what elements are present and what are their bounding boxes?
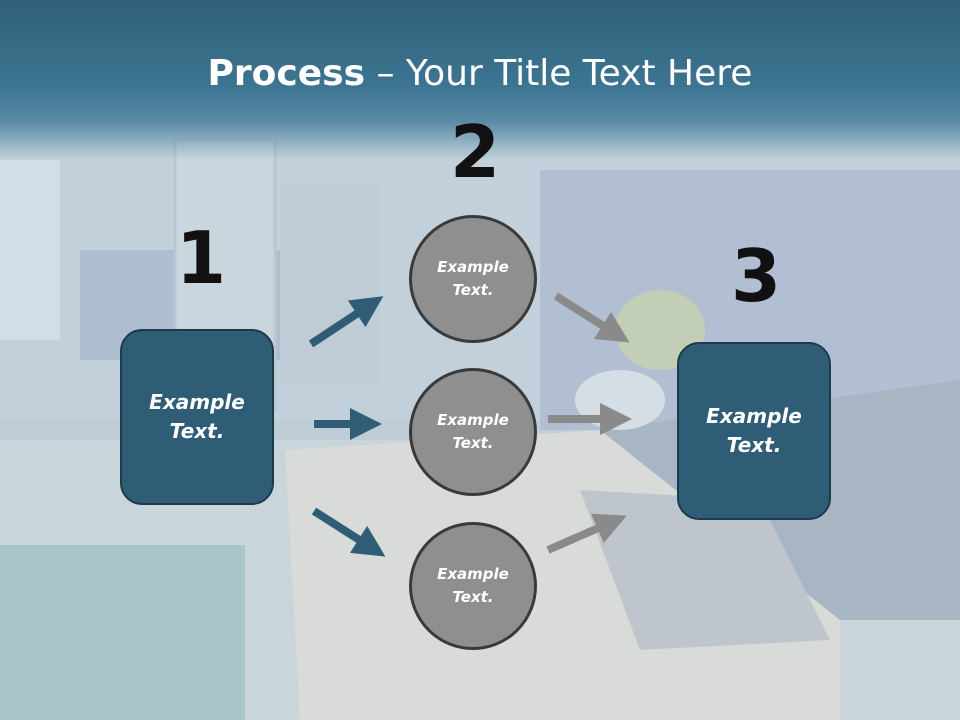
title-band	[0, 0, 960, 160]
step-number-1: 1	[176, 216, 227, 300]
circle-top: Example Text.	[409, 215, 537, 343]
circle-top-label: Example Text.	[437, 258, 509, 299]
step-3-label: Example Text.	[706, 404, 802, 457]
circle-bottom-label: Example Text.	[437, 565, 509, 606]
title-rest: – Your Title Text Here	[365, 53, 753, 94]
slide-title: Process – Your Title Text Here	[0, 52, 960, 96]
step-1-box: Example Text.	[120, 329, 274, 505]
step-number-3: 3	[731, 234, 782, 318]
circle-middle-label: Example Text.	[437, 411, 509, 452]
step-3-box: Example Text.	[677, 342, 831, 520]
step-number-2: 2	[450, 110, 501, 194]
circle-middle: Example Text.	[409, 368, 537, 496]
step-1-label: Example Text.	[149, 390, 245, 443]
circle-bottom: Example Text.	[409, 522, 537, 650]
arrow-right-up	[546, 513, 627, 554]
arrow-left-up	[308, 296, 384, 348]
arrow-right-down	[553, 292, 630, 343]
title-bold: Process	[207, 53, 366, 94]
arrow-left-down	[311, 507, 386, 557]
